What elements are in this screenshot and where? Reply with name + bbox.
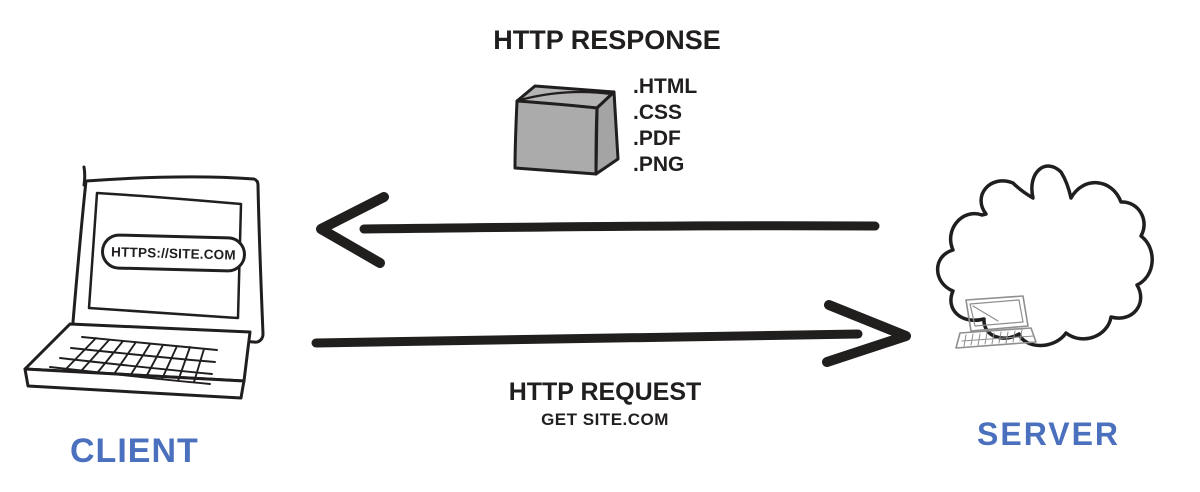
http-request-arrow: [311, 300, 911, 367]
http-request-detail: GET SITE.COM: [541, 410, 669, 429]
client-laptop-icon: [23, 165, 265, 400]
response-file-type-list: .HTML .CSS .PDF .PNG: [633, 74, 697, 178]
browser-url-pill: HTTPS://SITE.COM: [100, 233, 247, 273]
client-label: CLIENT: [70, 432, 199, 470]
server-cloud-icon: [936, 164, 1154, 349]
file-type-html: .HTML: [633, 75, 698, 98]
response-package-cube-icon: [513, 84, 620, 176]
arrow-right-head: [822, 300, 911, 367]
file-type-png: .PNG: [633, 153, 685, 176]
keyboard-grid: [49, 336, 218, 385]
http-response-title: HTTP RESPONSE: [493, 25, 721, 55]
arrow-left-head: [316, 192, 389, 268]
http-request-title: HTTP REQUEST: [508, 378, 702, 406]
http-response-arrow: [316, 192, 880, 268]
file-type-pdf: .PDF: [633, 127, 681, 150]
server-mini-laptop-icon: [955, 295, 1037, 349]
file-type-css: .CSS: [633, 101, 683, 124]
server-label: SERVER: [977, 416, 1121, 452]
